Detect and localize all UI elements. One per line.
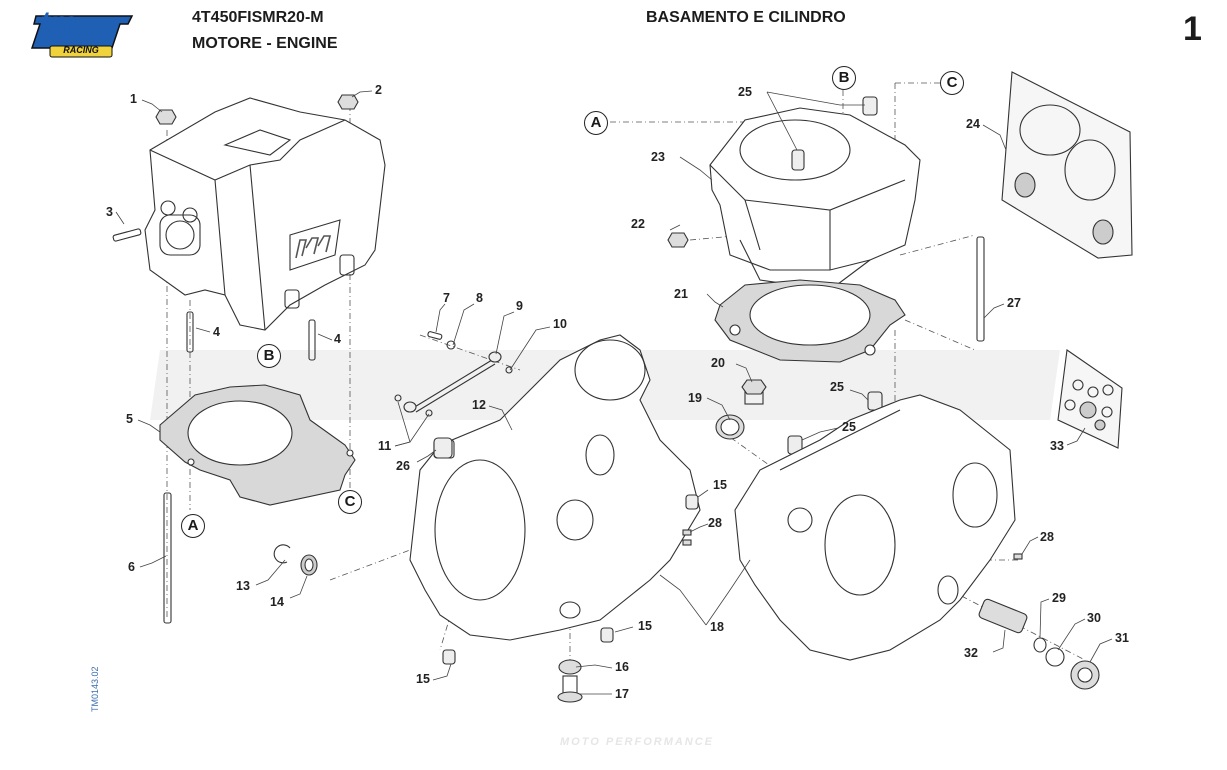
callout-17: 17 bbox=[615, 687, 629, 701]
head-nuts bbox=[155, 94, 359, 125]
callout-15: 15 bbox=[713, 478, 727, 492]
seal-kit bbox=[1057, 349, 1123, 449]
gasket-kit bbox=[1001, 71, 1133, 259]
callout-25: 25 bbox=[830, 380, 844, 394]
drain-plug-17 bbox=[557, 675, 583, 703]
o-ring-29 bbox=[1033, 637, 1047, 653]
stud-4a bbox=[186, 311, 194, 353]
logo-main-text: tm bbox=[40, 6, 77, 39]
bushing-26 bbox=[433, 437, 453, 459]
callout-18: 18 bbox=[710, 620, 724, 634]
grub-28a bbox=[682, 529, 692, 536]
filter-cap-31 bbox=[1070, 660, 1100, 690]
callout-21: 21 bbox=[674, 287, 688, 301]
model-code: 4T450FISMR20-M bbox=[192, 9, 324, 26]
oil-pipe bbox=[394, 331, 513, 417]
stud-27 bbox=[976, 236, 985, 342]
circlip-13 bbox=[273, 544, 291, 564]
cylinder bbox=[709, 96, 921, 291]
callout-19: 19 bbox=[688, 391, 702, 405]
callout-28: 28 bbox=[708, 516, 722, 530]
crankcase-right bbox=[734, 394, 1016, 661]
callout-12: 12 bbox=[472, 398, 486, 412]
callout-8: 8 bbox=[476, 291, 483, 305]
callout-30: 30 bbox=[1087, 611, 1101, 625]
watermark: MOTO PERFORMANCE bbox=[560, 736, 715, 748]
callout-22: 22 bbox=[631, 217, 645, 231]
callout-33: 33 bbox=[1050, 439, 1064, 453]
callout-31: 31 bbox=[1115, 631, 1129, 645]
logo-sub-text: RACING bbox=[63, 45, 99, 55]
page-title: BASAMENTO E CILINDRO bbox=[646, 9, 846, 26]
callout-20: 20 bbox=[711, 356, 725, 370]
callout-29: 29 bbox=[1052, 591, 1066, 605]
washer-19 bbox=[715, 414, 745, 440]
head-gasket bbox=[159, 384, 356, 506]
reference-marker-c: C bbox=[940, 71, 964, 95]
callout-10: 10 bbox=[553, 317, 567, 331]
section-title: MOTORE - ENGINE bbox=[192, 35, 338, 52]
leader-lines bbox=[115, 90, 1113, 695]
callout-16: 16 bbox=[615, 660, 629, 674]
o-ring-30 bbox=[1045, 647, 1065, 667]
callout-25: 25 bbox=[842, 420, 856, 434]
cylinder-head bbox=[144, 97, 386, 331]
callout-32: 32 bbox=[964, 646, 978, 660]
reference-marker-a: A bbox=[181, 514, 205, 538]
plug-22 bbox=[667, 232, 689, 248]
oil-seal-14 bbox=[300, 554, 318, 576]
dowel-25b bbox=[867, 391, 883, 411]
callout-28: 28 bbox=[1040, 530, 1054, 544]
reference-marker-b: B bbox=[257, 344, 281, 368]
callout-7: 7 bbox=[443, 291, 450, 305]
callout-4: 4 bbox=[213, 325, 220, 339]
reference-marker-b: B bbox=[832, 66, 856, 90]
reference-marker-a: A bbox=[584, 111, 608, 135]
callout-15: 15 bbox=[638, 619, 652, 633]
callout-6: 6 bbox=[128, 560, 135, 574]
callout-5: 5 bbox=[126, 412, 133, 426]
callout-1: 1 bbox=[130, 92, 137, 106]
washer-16 bbox=[558, 659, 582, 675]
callout-2: 2 bbox=[375, 83, 382, 97]
callout-4: 4 bbox=[334, 332, 341, 346]
callout-15: 15 bbox=[416, 672, 430, 686]
callout-13: 13 bbox=[236, 579, 250, 593]
callout-27: 27 bbox=[1007, 296, 1021, 310]
plug-20 bbox=[741, 379, 767, 405]
callout-3: 3 bbox=[106, 205, 113, 219]
callout-11: 11 bbox=[378, 439, 392, 453]
base-gasket bbox=[714, 279, 906, 363]
callout-23: 23 bbox=[651, 150, 665, 164]
reference-marker-c: C bbox=[338, 490, 362, 514]
grub-28c bbox=[1013, 553, 1023, 560]
callout-9: 9 bbox=[516, 299, 523, 313]
oil-filter bbox=[978, 598, 1028, 634]
dowel-15c bbox=[442, 649, 456, 665]
tm-racing-logo bbox=[30, 15, 134, 58]
grub-28b bbox=[682, 539, 692, 546]
dowel-15a bbox=[685, 494, 699, 510]
dowel-15b bbox=[600, 627, 614, 643]
stud-4b bbox=[308, 319, 316, 361]
long-stud-6 bbox=[163, 492, 172, 624]
callout-14: 14 bbox=[270, 595, 284, 609]
callout-26: 26 bbox=[396, 459, 410, 473]
page-number: 1 bbox=[1183, 10, 1202, 48]
callout-24: 24 bbox=[966, 117, 980, 131]
stud-3 bbox=[112, 228, 142, 242]
callout-25: 25 bbox=[738, 85, 752, 99]
